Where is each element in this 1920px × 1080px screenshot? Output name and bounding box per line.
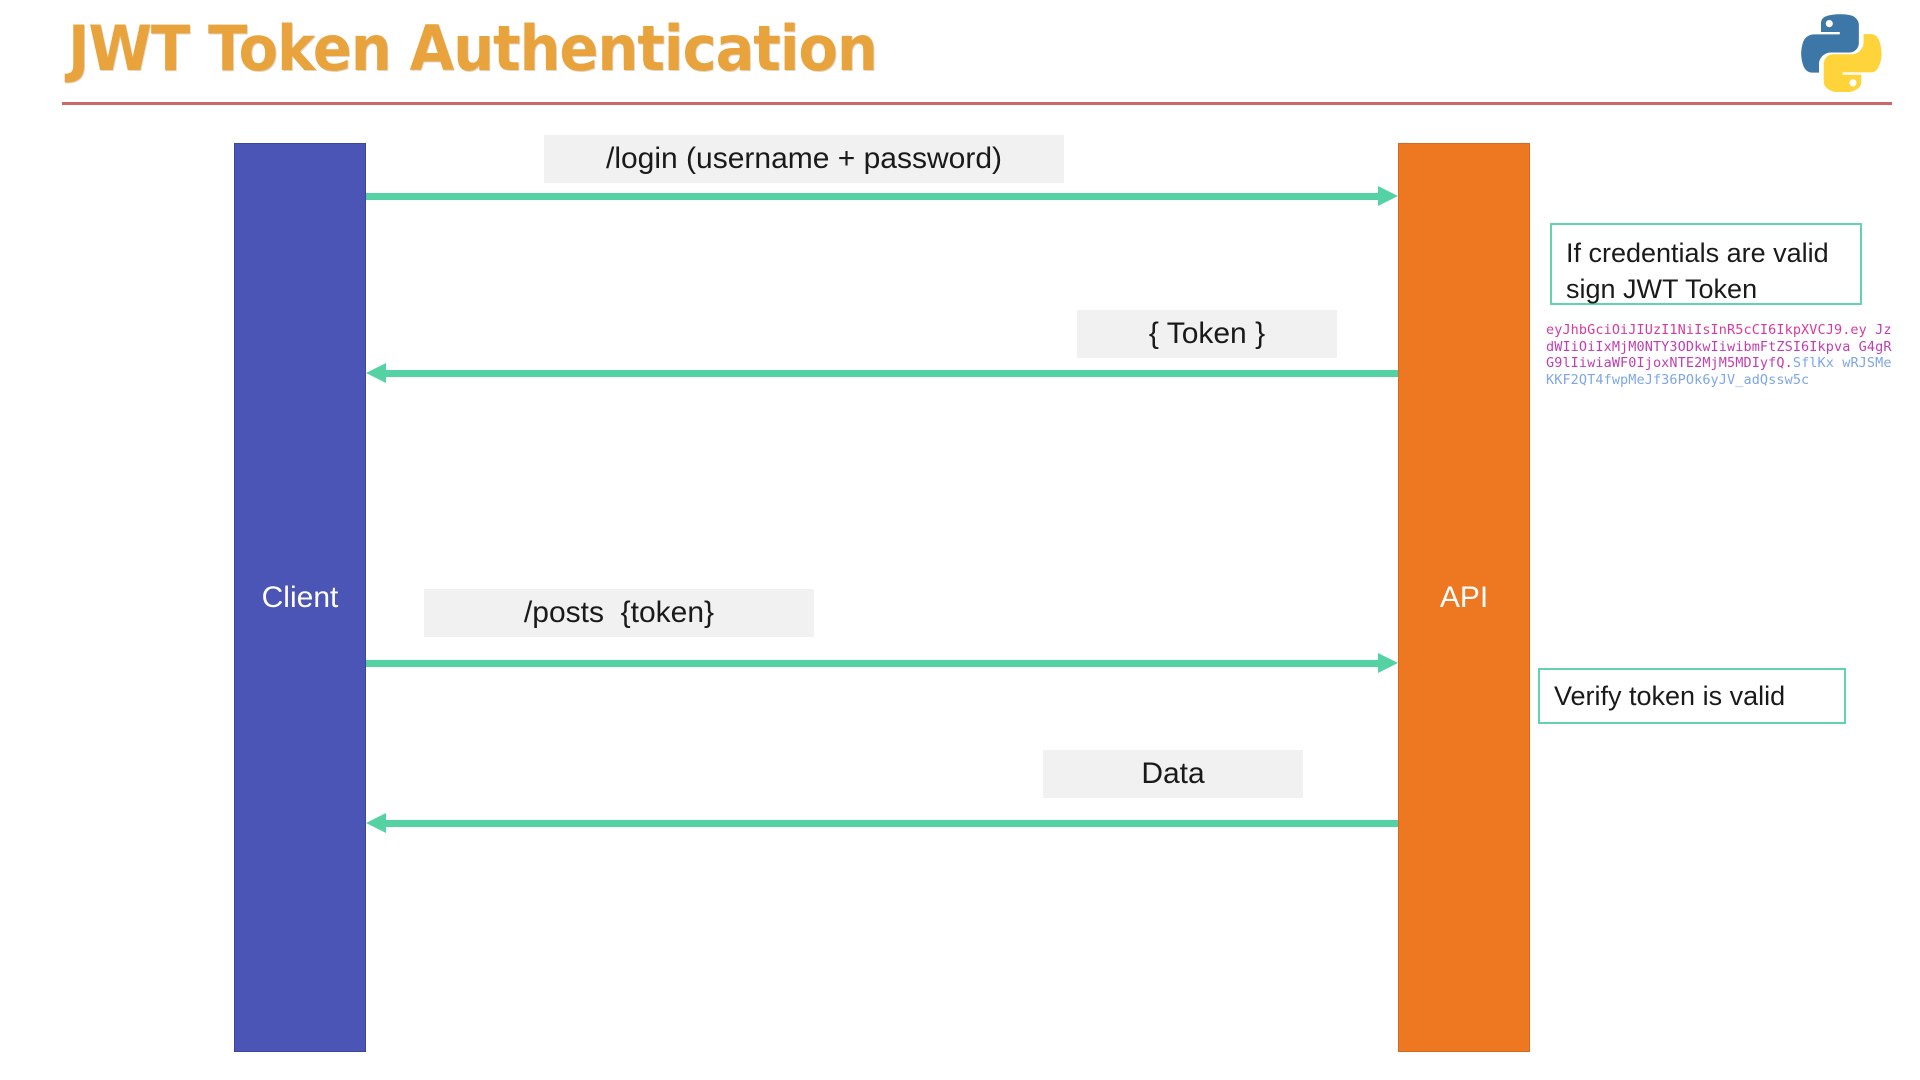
jwt-token-line-4-signature: wRJSMeKKF2QT4fwpMeJf36POk6yJV_adQssw5c: [1546, 355, 1892, 388]
note-verify-token: Verify token is valid: [1538, 668, 1846, 724]
arrow-line: [386, 370, 1398, 377]
arrow-head-right-icon: [1378, 186, 1398, 206]
page-title: JWT Token Authentication: [68, 12, 878, 85]
python-logo-icon: [1798, 8, 1882, 93]
lifeline-api-label: API: [1439, 580, 1489, 614]
message-arrow-login-request: [366, 185, 1398, 207]
jwt-token-line-3-signature: SflKx: [1792, 355, 1834, 371]
lifeline-client[interactable]: Client: [234, 143, 366, 1052]
jwt-token-line-2: JzdWIiOiIxMjM0NTY3ODkwIiwibmFtZSI6Ikpva: [1546, 322, 1892, 355]
lifeline-client-label: Client: [261, 580, 339, 614]
lifeline-api[interactable]: API: [1398, 143, 1530, 1052]
message-label-token-response: { Token }: [1077, 310, 1337, 358]
arrow-line: [366, 660, 1378, 667]
message-label-login-request: /login (username + password): [544, 135, 1064, 183]
jwt-token-line-1: eyJhbGciOiJIUzI1NiIsInR5cCI6IkpXVCJ9.ey: [1546, 322, 1867, 338]
message-label-data-response: Data: [1043, 750, 1303, 798]
arrow-line: [366, 193, 1378, 200]
message-arrow-token-response: [366, 362, 1398, 384]
jwt-token-text: eyJhbGciOiJIUzI1NiIsInR5cCI6IkpXVCJ9.ey …: [1546, 322, 1896, 388]
message-label-posts-request: /posts {token}: [424, 589, 814, 637]
arrow-line: [386, 820, 1398, 827]
slide-header: JWT Token Authentication: [0, 0, 1920, 112]
message-arrow-data-response: [366, 812, 1398, 834]
note-sign-token: If credentials are valid sign JWT Token: [1550, 223, 1862, 305]
header-divider: [62, 102, 1892, 105]
arrow-head-left-icon: [366, 813, 386, 833]
arrow-head-left-icon: [366, 363, 386, 383]
arrow-head-right-icon: [1378, 653, 1398, 673]
jwt-token-line-3-payload: G4gRG9lIiwiaWF0IjoxNTE2MjM5MDIyfQ.: [1546, 338, 1892, 372]
message-arrow-posts-request: [366, 652, 1398, 674]
